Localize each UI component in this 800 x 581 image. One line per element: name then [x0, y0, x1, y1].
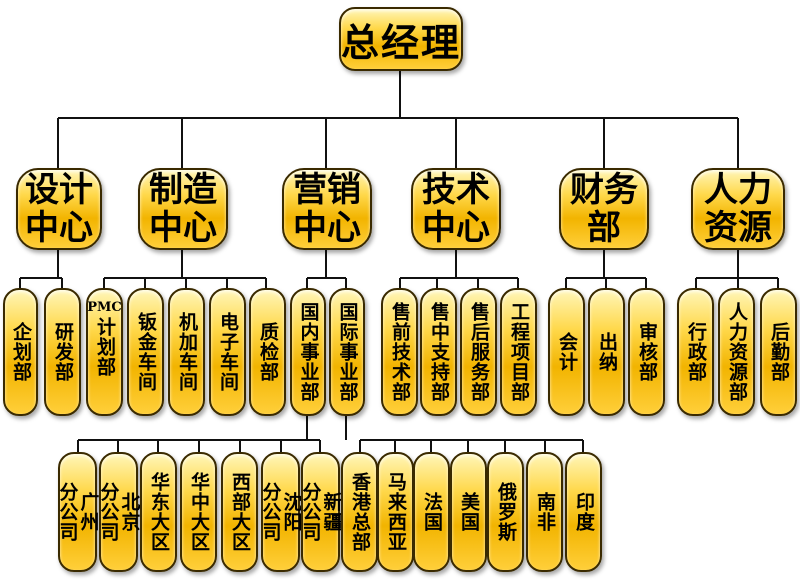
branch-shenyang: 沈阳 分公司 — [259, 452, 303, 572]
unit-engineering: 工程项目部 — [500, 288, 537, 416]
unit-label: 出纳 — [596, 332, 618, 372]
unit-label: 行政部 — [685, 322, 707, 382]
branch-central-region: 华中大区 — [180, 452, 217, 572]
branch-russia: 俄罗斯 — [487, 452, 524, 572]
branch-label-line: 美国 — [458, 492, 480, 532]
unit-qc: 质检部 — [249, 288, 286, 416]
dept-label-line: 中心 — [25, 208, 93, 248]
unit-label: 计划部 — [94, 317, 116, 377]
dept-label-line: 中心 — [149, 208, 217, 248]
branch-label-line: 分公司 — [97, 482, 120, 542]
dept-hr: 人力 资源 — [691, 168, 785, 250]
dept-label-line: 人力 — [704, 170, 772, 210]
branch-france: 法国 — [413, 452, 450, 572]
unit-label: 后勤部 — [768, 322, 790, 382]
branch-label-line: 法国 — [421, 492, 443, 532]
branch-south-africa: 南非 — [526, 452, 563, 572]
unit-label: 机加车间 — [176, 312, 198, 392]
unit-audit: 审核部 — [628, 288, 665, 416]
unit-electronics: 电子车间 — [209, 288, 246, 416]
dept-marketing: 营销 中心 — [282, 168, 372, 250]
branch-xinjiang: 新疆 分公司 — [299, 452, 343, 572]
unit-logistics: 后勤部 — [760, 288, 797, 416]
branch-label-line: 华中大区 — [188, 472, 210, 552]
unit-label: 售前技术部 — [389, 302, 411, 402]
branch-label-line: 分公司 — [259, 482, 282, 542]
unit-planning: 企划部 — [3, 288, 38, 416]
unit-label: 工程项目部 — [508, 302, 530, 402]
dept-manufacturing: 制造 中心 — [138, 168, 228, 250]
unit-label: 钣金车间 — [135, 312, 157, 392]
unit-international: 国际事业部 — [329, 288, 365, 416]
dept-label-line: 财务 — [570, 170, 638, 210]
unit-domestic: 国内事业部 — [290, 288, 326, 416]
dept-label-line: 制造 — [149, 170, 217, 210]
dept-label-line: 部 — [587, 208, 621, 248]
branch-label-line: 马来 — [385, 472, 407, 512]
branch-west-region: 西部大区 — [221, 452, 258, 572]
branch-india: 印度 — [565, 452, 602, 572]
branch-label-line: 西部大区 — [229, 472, 251, 552]
unit-label: 研发部 — [52, 322, 74, 382]
branch-label-line: 西亚 — [385, 512, 407, 552]
dept-label-line: 营销 — [293, 170, 361, 210]
branch-label-line: 分公司 — [56, 482, 79, 542]
unit-label: 电子车间 — [217, 312, 239, 392]
unit-label: 售后服务部 — [468, 302, 490, 402]
unit-label: 审核部 — [636, 322, 658, 382]
unit-label: 质检部 — [257, 322, 279, 382]
branch-guangzhou: 广州 分公司 — [56, 452, 100, 572]
branch-label-line: 南非 — [534, 492, 556, 532]
branch-label-line: 俄罗斯 — [495, 482, 517, 542]
branch-label-line: 分公司 — [299, 482, 322, 542]
unit-admin: 行政部 — [677, 288, 714, 416]
dept-design: 设计 中心 — [16, 168, 102, 250]
unit-hr: 人力资源部 — [718, 288, 755, 416]
unit-insales: 售中支持部 — [420, 288, 457, 416]
dept-label-line: 中心 — [293, 208, 361, 248]
unit-label: 会计 — [556, 332, 578, 372]
unit-prefix: PMC — [87, 300, 122, 315]
branch-label-line: 总部 — [349, 512, 371, 552]
branch-label-line: 广州 — [77, 492, 100, 532]
branch-malaysia: 马来 西亚 — [377, 452, 414, 572]
branch-label-line: 华东大区 — [148, 472, 170, 552]
unit-cashier: 出纳 — [588, 288, 625, 416]
root-node-general-manager: 总经理 — [339, 7, 463, 71]
dept-label-line: 设计 — [25, 170, 93, 210]
branch-label-line: 印度 — [573, 492, 595, 532]
unit-machining: 机加车间 — [168, 288, 205, 416]
dept-label-line: 中心 — [422, 208, 490, 248]
unit-pmc-planning: PMC 计划部 — [86, 288, 123, 416]
branch-beijing: 北京 分公司 — [97, 452, 141, 572]
dept-label-line: 技术 — [422, 170, 490, 210]
branch-usa: 美国 — [450, 452, 487, 572]
branch-label-line: 新疆 — [320, 492, 343, 532]
branch-hongkong: 香港 总部 — [341, 452, 378, 572]
branch-label-line: 香港 — [349, 472, 371, 512]
unit-label: 企划部 — [10, 322, 32, 382]
branch-label-line: 沈阳 — [280, 492, 303, 532]
dept-finance: 财务 部 — [559, 168, 649, 250]
unit-label: 国际事业部 — [336, 302, 359, 402]
unit-label: 国内事业部 — [297, 302, 320, 402]
branch-label-line: 北京 — [118, 492, 141, 532]
unit-rnd: 研发部 — [44, 288, 81, 416]
unit-presales: 售前技术部 — [381, 288, 418, 416]
unit-aftersales: 售后服务部 — [460, 288, 497, 416]
branch-east-region: 华东大区 — [140, 452, 177, 572]
dept-label-line: 资源 — [704, 208, 772, 248]
unit-sheet-metal: 钣金车间 — [127, 288, 164, 416]
root-label: 总经理 — [341, 20, 462, 65]
dept-technology: 技术 中心 — [411, 168, 501, 250]
unit-label: 人力资源部 — [726, 302, 748, 402]
unit-label: 售中支持部 — [428, 302, 450, 402]
unit-accounting: 会计 — [548, 288, 585, 416]
